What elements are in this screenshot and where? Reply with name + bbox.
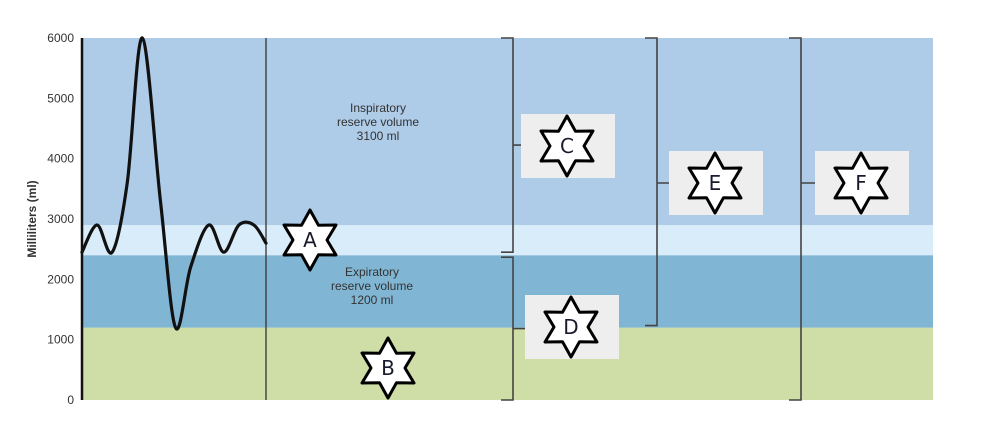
star-icon [360, 336, 416, 400]
y-tick-label-5000: 5000 [47, 91, 74, 105]
marker-b: B [360, 336, 416, 400]
marker-letter: C [560, 134, 574, 158]
y-tick-labels: 0 1000 2000 3000 4000 5000 6000 [47, 31, 74, 407]
annotation-erv-line: 1200 ml [351, 293, 394, 307]
marker-a: A [282, 208, 338, 272]
bracket-e [645, 37, 671, 327]
y-axis-title: Milliliters (ml) [25, 180, 39, 257]
y-tick-label-2000: 2000 [47, 272, 74, 286]
bracket-d [501, 256, 527, 401]
y-tick-label-6000: 6000 [47, 31, 74, 45]
marker-letter: E [709, 171, 722, 195]
annotation-irv-line: 3100 ml [357, 129, 400, 143]
marker-e: E [669, 151, 763, 215]
annotation-irv-line: reserve volume [337, 115, 419, 129]
marker-letter: B [381, 356, 395, 380]
spirogram-curve [80, 36, 268, 331]
star-icon [687, 151, 743, 215]
volume-bands [82, 38, 933, 400]
star-icon [539, 114, 595, 178]
y-tick-label-3000: 3000 [47, 212, 74, 226]
marker-letter: D [563, 315, 578, 339]
star-icon [833, 151, 889, 215]
star-icon [282, 208, 338, 272]
annotation-irv-line: Inspiratory [350, 101, 406, 115]
marker-d: D [525, 295, 619, 359]
band-inspiratory-reserve-volume [82, 38, 933, 226]
marker-f: F [815, 151, 909, 215]
annotation-erv-line: reserve volume [331, 279, 413, 293]
marker-letter: A [303, 228, 317, 252]
star-icon [543, 295, 599, 359]
marker-c: C [521, 114, 615, 178]
band-residual-volume [82, 327, 933, 400]
y-tick-label-1000: 1000 [47, 333, 74, 347]
band-expiratory-reserve-volume [82, 255, 933, 328]
annotation-erv-line: Expiratory [345, 265, 399, 279]
y-tick-label-0: 0 [67, 393, 74, 407]
y-tick-label-4000: 4000 [47, 152, 74, 166]
marker-letter: F [855, 171, 867, 195]
letter-markers: A B C D E F [282, 114, 909, 400]
band-tidal-volume [82, 225, 933, 256]
bracket-f [789, 37, 815, 401]
